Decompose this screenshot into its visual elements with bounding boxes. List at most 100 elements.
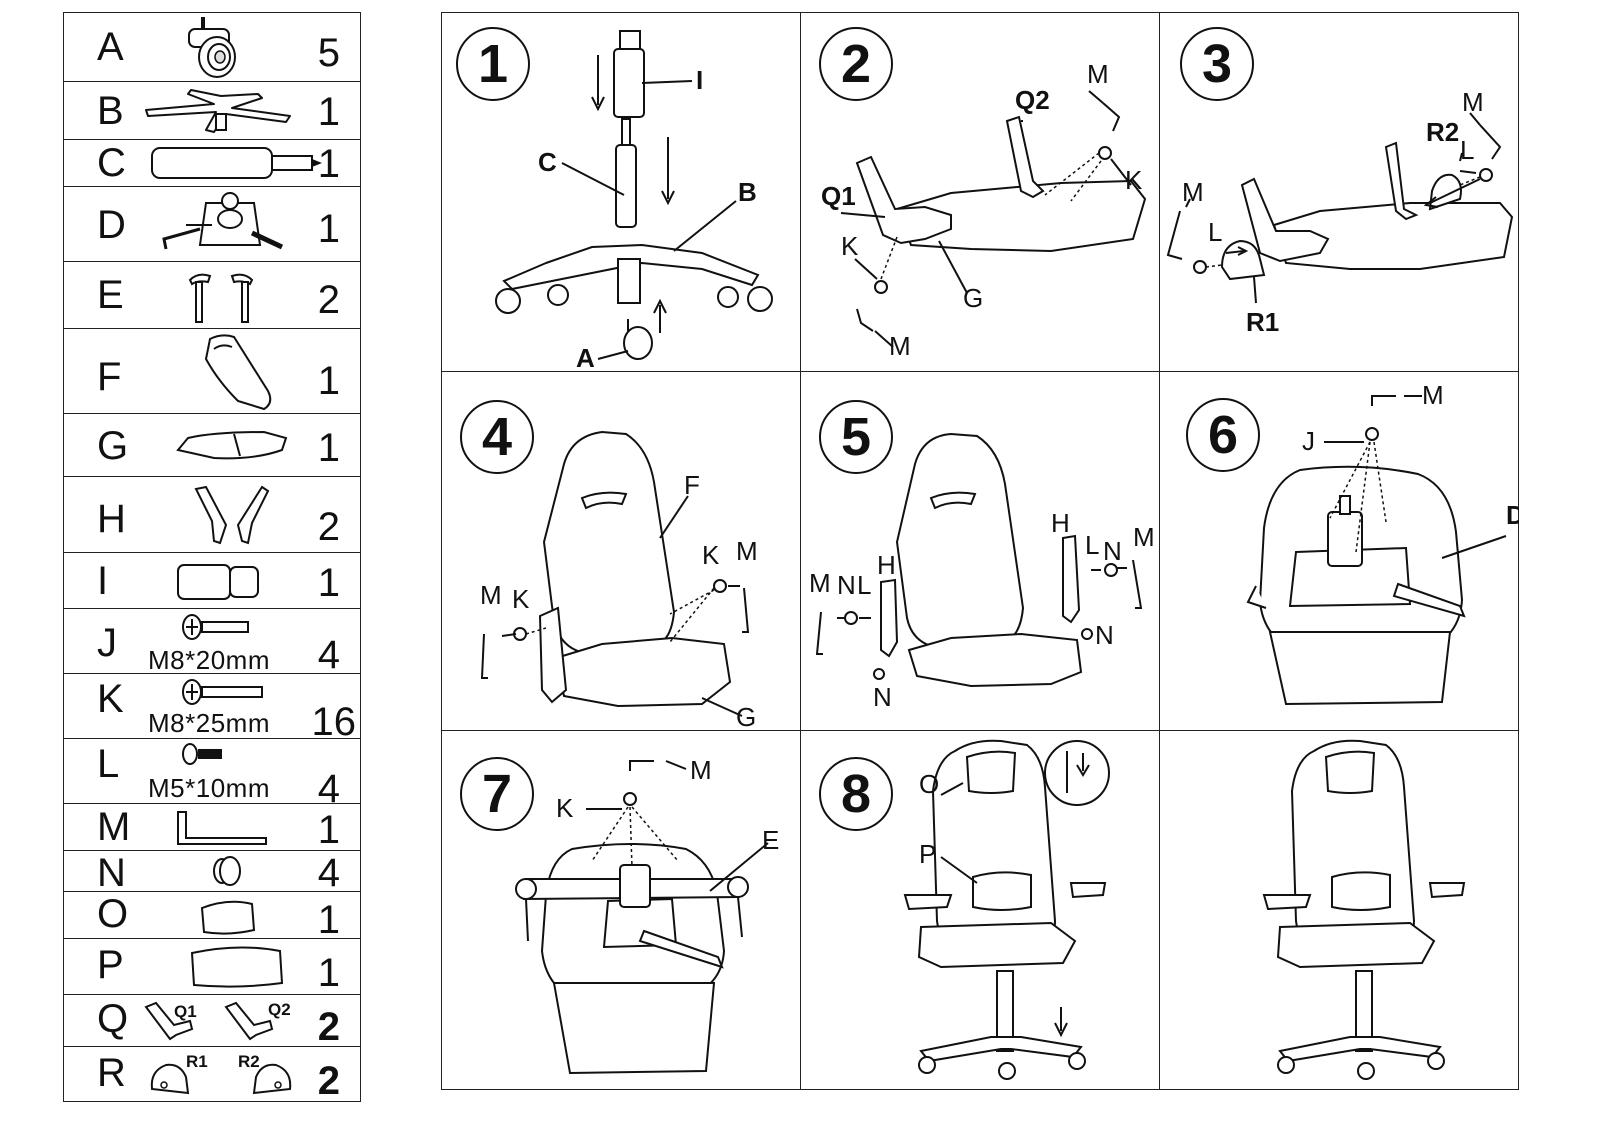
part-row-j: J M8*20mm 4 bbox=[64, 609, 360, 675]
part-qty: 5 bbox=[317, 31, 340, 75]
part-letter: B bbox=[97, 89, 124, 133]
part-letter: P bbox=[97, 943, 124, 987]
part-callout-q1: Q1 bbox=[821, 181, 856, 211]
part-qty: 1 bbox=[317, 359, 340, 403]
step-4-panel: 4 F M K K M G bbox=[442, 372, 801, 731]
part-callout-a: A bbox=[576, 343, 595, 372]
part-row-c: C 1 bbox=[64, 140, 360, 187]
part-callout-l: L bbox=[857, 570, 872, 600]
part-callout-b: B bbox=[738, 177, 757, 207]
step-1-panel: 1 I C B A bbox=[442, 13, 801, 372]
step-number: 1 bbox=[456, 27, 530, 101]
part-qty: 2 bbox=[317, 1005, 340, 1049]
part-callout-m: M bbox=[1133, 522, 1155, 552]
part-letter: G bbox=[97, 424, 129, 468]
part-callout-h: H bbox=[877, 550, 896, 580]
part-callout-m: M bbox=[1182, 177, 1204, 207]
part-callout-k: K bbox=[512, 584, 530, 614]
part-sub-label: Q2 bbox=[268, 1000, 291, 1019]
part-sub-label: R1 bbox=[186, 1052, 208, 1071]
part-letter: C bbox=[97, 141, 126, 185]
part-size: M5*10mm bbox=[148, 773, 270, 803]
step-2-drawing bbox=[801, 13, 1160, 372]
star-base-icon bbox=[145, 89, 291, 133]
part-callout-p: P bbox=[919, 839, 937, 869]
part-row-h: H 2 bbox=[64, 477, 360, 553]
part-callout-k: K bbox=[841, 231, 859, 261]
step-5-panel: 5 H H L N M M N L N N bbox=[801, 372, 1160, 731]
part-callout-n: N bbox=[1095, 620, 1114, 650]
step-8-drawing bbox=[801, 731, 1160, 1090]
part-callout-q2: Q2 bbox=[1015, 85, 1050, 115]
assembled-chair-drawing bbox=[1160, 731, 1519, 1090]
part-letter: N bbox=[97, 851, 126, 895]
step-number: 3 bbox=[1180, 27, 1254, 101]
part-qty: 2 bbox=[317, 1059, 340, 1103]
step-number: 4 bbox=[460, 400, 534, 474]
part-row-l: L M5*10mm 4 bbox=[64, 739, 360, 809]
part-callout-l: L bbox=[1460, 135, 1475, 165]
step-number: 6 bbox=[1186, 398, 1260, 472]
part-letter: Q bbox=[97, 997, 129, 1041]
part-letter: J bbox=[97, 621, 117, 665]
part-callout-m: M bbox=[1422, 380, 1444, 410]
part-row-a: A 5 bbox=[64, 13, 360, 82]
part-row-b: B 1 bbox=[64, 82, 360, 140]
headrest-pillow-icon bbox=[200, 900, 256, 935]
part-sub-label: Q1 bbox=[174, 1002, 197, 1021]
part-row-n: N 4 bbox=[64, 851, 360, 895]
part-letter: H bbox=[97, 497, 126, 541]
part-callout-d: D bbox=[1506, 502, 1519, 528]
part-callout-c: C bbox=[538, 147, 557, 177]
part-callout-k: K bbox=[1125, 165, 1143, 195]
allen-key-icon bbox=[177, 811, 267, 845]
part-letter: M bbox=[97, 805, 131, 849]
gas-cylinder-icon bbox=[151, 147, 322, 179]
step-1-drawing bbox=[442, 13, 801, 372]
part-callout-l: L bbox=[1085, 530, 1100, 560]
part-qty: 1 bbox=[317, 808, 340, 852]
part-callout-n: N bbox=[873, 682, 892, 712]
part-letter: L bbox=[97, 742, 120, 786]
parts-list: A 5 B 1 C 1 D bbox=[63, 12, 361, 1102]
part-row-k: K M8*25mm 16 bbox=[64, 674, 360, 744]
part-callout-n: N bbox=[837, 570, 856, 600]
part-letter: R bbox=[97, 1051, 126, 1095]
part-letter: E bbox=[97, 273, 124, 317]
washer-icon bbox=[213, 856, 241, 886]
part-callout-n: N bbox=[1103, 536, 1122, 566]
part-letter: O bbox=[97, 892, 129, 936]
part-row-o: O 1 bbox=[64, 892, 360, 940]
part-qty: 16 bbox=[311, 700, 357, 744]
part-qty: 1 bbox=[317, 951, 340, 995]
step-3-panel: 3 M R2 M L L R1 bbox=[1160, 13, 1519, 372]
side-bracket-icon bbox=[194, 485, 270, 545]
part-row-q: Q Q1 Q2 2 bbox=[64, 995, 360, 1047]
step-number: 5 bbox=[819, 400, 893, 474]
assembly-steps-grid: 1 I C B A bbox=[441, 12, 1519, 1090]
part-qty: 1 bbox=[317, 426, 340, 470]
part-callout-r2: R2 bbox=[1426, 117, 1460, 147]
step-3-drawing bbox=[1160, 13, 1519, 372]
caster-wheel-icon bbox=[188, 17, 236, 78]
part-qty: 2 bbox=[317, 278, 340, 322]
part-row-i: I 1 bbox=[64, 553, 360, 609]
part-qty: 1 bbox=[317, 142, 340, 186]
step-7-panel: 7 M K E bbox=[442, 731, 801, 1090]
bolt-icon bbox=[182, 614, 249, 640]
part-callout-m: M bbox=[736, 536, 758, 566]
small-screw-icon bbox=[182, 743, 222, 765]
part-callout-k: K bbox=[702, 540, 720, 570]
step-number: 2 bbox=[819, 27, 893, 101]
part-qty: 4 bbox=[317, 767, 340, 811]
part-callout-g: G bbox=[736, 702, 757, 731]
part-callout-m: M bbox=[1462, 87, 1484, 117]
part-callout-f: F bbox=[684, 470, 700, 500]
backrest-icon bbox=[204, 334, 272, 411]
part-size: M8*20mm bbox=[148, 645, 270, 675]
part-row-r: R R1 R2 2 bbox=[64, 1047, 360, 1103]
final-chair-panel bbox=[1160, 731, 1519, 1090]
part-callout-e: E bbox=[762, 825, 780, 855]
armrest-icon bbox=[188, 273, 254, 323]
part-size: M8*25mm bbox=[148, 708, 270, 738]
